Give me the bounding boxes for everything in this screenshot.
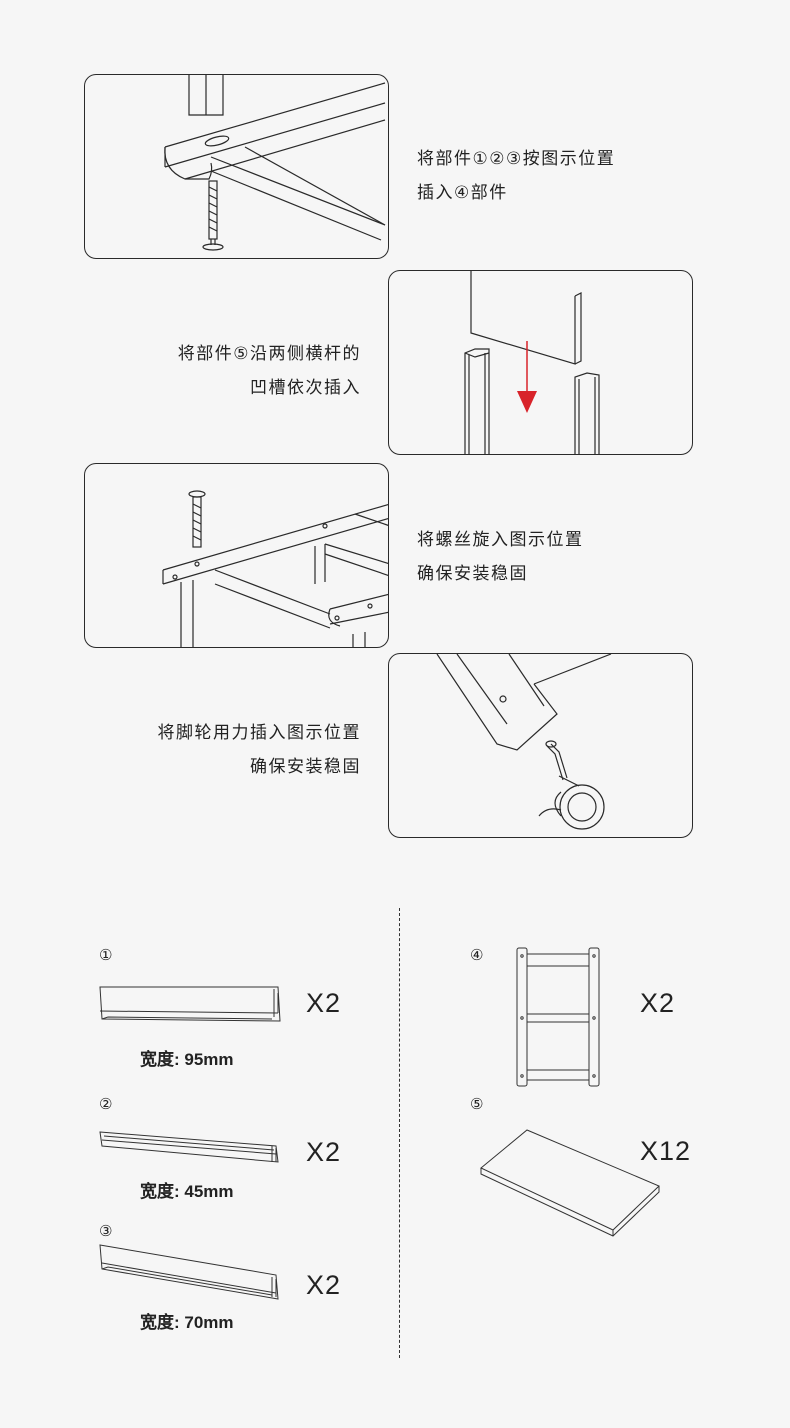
part3-width: 宽度: 70mm [140, 1313, 234, 1332]
part5-board-drawing [480, 1129, 660, 1237]
step4-line1: 将脚轮用力插入图示位置 [157, 723, 361, 743]
part3-rail-drawing [99, 1244, 279, 1300]
part4-ladder-frame-drawing [516, 947, 600, 1087]
caster-wheel-drawing [436, 654, 612, 830]
step4-instruction: 将脚轮用力插入图示位置 确保安装稳固 [158, 716, 362, 784]
part5-number: ⑤ [470, 1095, 484, 1113]
step3-line2: 确保安装稳固 [417, 564, 528, 584]
part4-number: ④ [470, 946, 484, 964]
red-arrow [517, 341, 537, 413]
step4-line2: 确保安装稳固 [250, 757, 361, 777]
part2-quantity: X2 [306, 1137, 342, 1167]
step1-instruction: 将部件①②③按图示位置 插入④部件 [417, 142, 615, 210]
part2-width: 宽度: 45mm [140, 1182, 234, 1201]
part3-number: ③ [99, 1222, 113, 1240]
step3-illustration [84, 463, 389, 648]
step3-instruction: 将螺丝旋入图示位置 确保安装稳固 [417, 523, 584, 591]
part3-quantity: X2 [306, 1270, 342, 1300]
step2-line2: 凹槽依次插入 [250, 378, 361, 398]
dashed-divider [399, 908, 400, 1358]
step2-instruction: 将部件⑤沿两侧横杆的 凹槽依次插入 [178, 337, 361, 405]
step4-illustration [388, 653, 693, 838]
step1-line2: 插入④部件 [417, 183, 508, 203]
step1-line1: 将部件①②③按图示位置 [417, 149, 616, 169]
step2-line1: 将部件⑤沿两侧横杆的 [177, 344, 361, 364]
step2-illustration [388, 270, 693, 455]
screw-frame-drawing [162, 490, 388, 647]
part2-number: ② [99, 1095, 113, 1113]
frame-bolt-drawing [164, 75, 386, 251]
part2-rail-drawing [99, 1131, 279, 1163]
part5-quantity: X12 [640, 1136, 692, 1166]
part1-rail-drawing [99, 986, 281, 1022]
step1-illustration [84, 74, 389, 259]
part1-number: ① [99, 946, 113, 964]
panel-insert-drawing [464, 271, 600, 454]
part4-quantity: X2 [640, 988, 676, 1018]
part1-quantity: X2 [306, 988, 342, 1018]
part1-width: 宽度: 95mm [140, 1050, 234, 1069]
step3-line1: 将螺丝旋入图示位置 [417, 530, 584, 550]
